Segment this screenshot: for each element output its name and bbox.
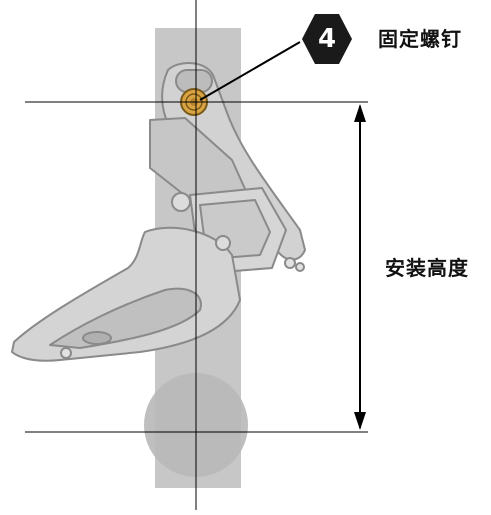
step-badge <box>302 14 352 64</box>
step-number: 4 <box>317 24 337 54</box>
mounting-height-label: 安装高度 <box>385 256 469 280</box>
fixing-screw-label: 固定螺钉 <box>378 27 462 51</box>
height-dimension-arrow <box>354 104 366 430</box>
callout-leader <box>199 41 301 101</box>
